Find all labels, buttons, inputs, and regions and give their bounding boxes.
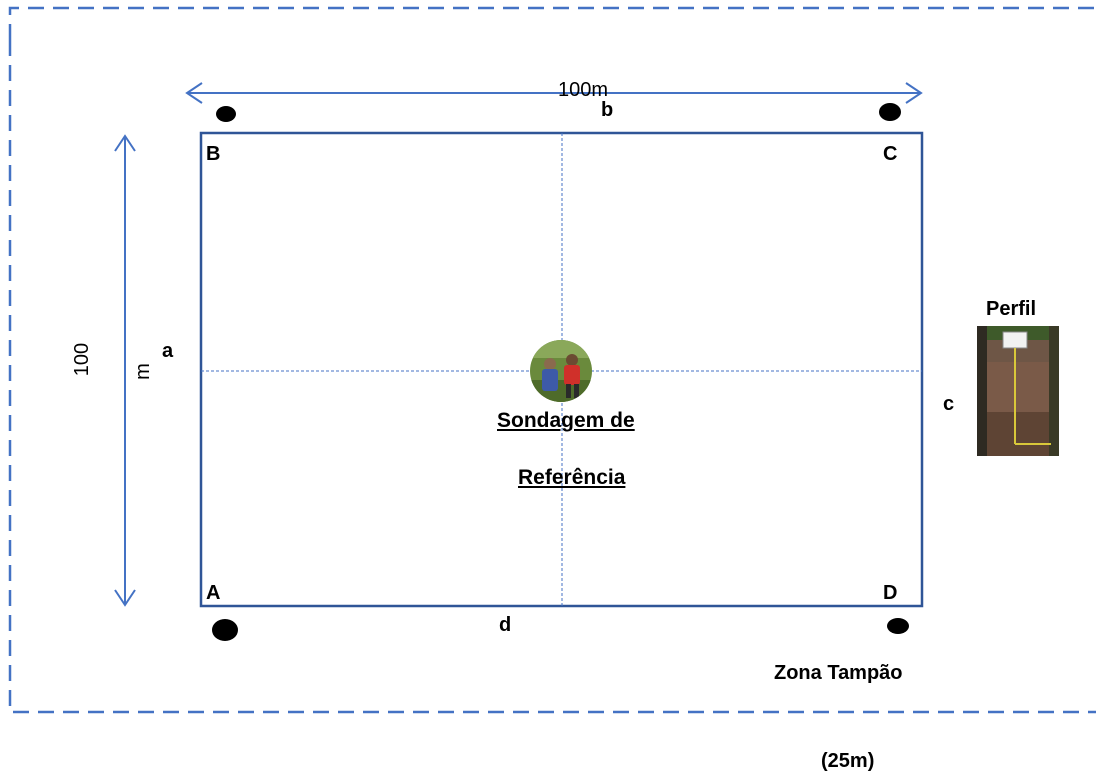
marker-b bbox=[216, 106, 236, 122]
side-label-b: b bbox=[601, 99, 614, 121]
side-label-c: c bbox=[943, 393, 955, 415]
soil-profile-photo bbox=[977, 326, 1059, 456]
buffer-zone-border bbox=[8, 6, 1096, 714]
marker-c bbox=[879, 103, 901, 121]
marker-d bbox=[887, 618, 909, 634]
buffer-zone-label: Zona Tampão bbox=[774, 662, 903, 684]
profile-label: Perfil bbox=[986, 298, 1037, 320]
top-dimension-label: 100m bbox=[558, 79, 609, 101]
side-label-a: a bbox=[162, 340, 174, 362]
corner-label-d: D bbox=[883, 582, 898, 604]
corner-label-b: B bbox=[206, 143, 221, 165]
marker-a bbox=[212, 619, 238, 641]
reference-sounding-photo bbox=[530, 340, 592, 402]
reference-title-line1: Sondagem de bbox=[497, 409, 635, 432]
left-dimension-number: 100 bbox=[71, 342, 94, 377]
buffer-zone-width: (25m) bbox=[821, 750, 875, 772]
reference-title-line2: Referência bbox=[518, 466, 626, 489]
corner-label-c: C bbox=[883, 143, 898, 165]
left-dimension-unit: m bbox=[131, 363, 154, 380]
side-label-d: d bbox=[499, 614, 512, 636]
corner-label-a: A bbox=[206, 582, 221, 604]
left-dimension-arrow bbox=[114, 134, 136, 607]
top-dimension-arrow bbox=[185, 82, 923, 104]
